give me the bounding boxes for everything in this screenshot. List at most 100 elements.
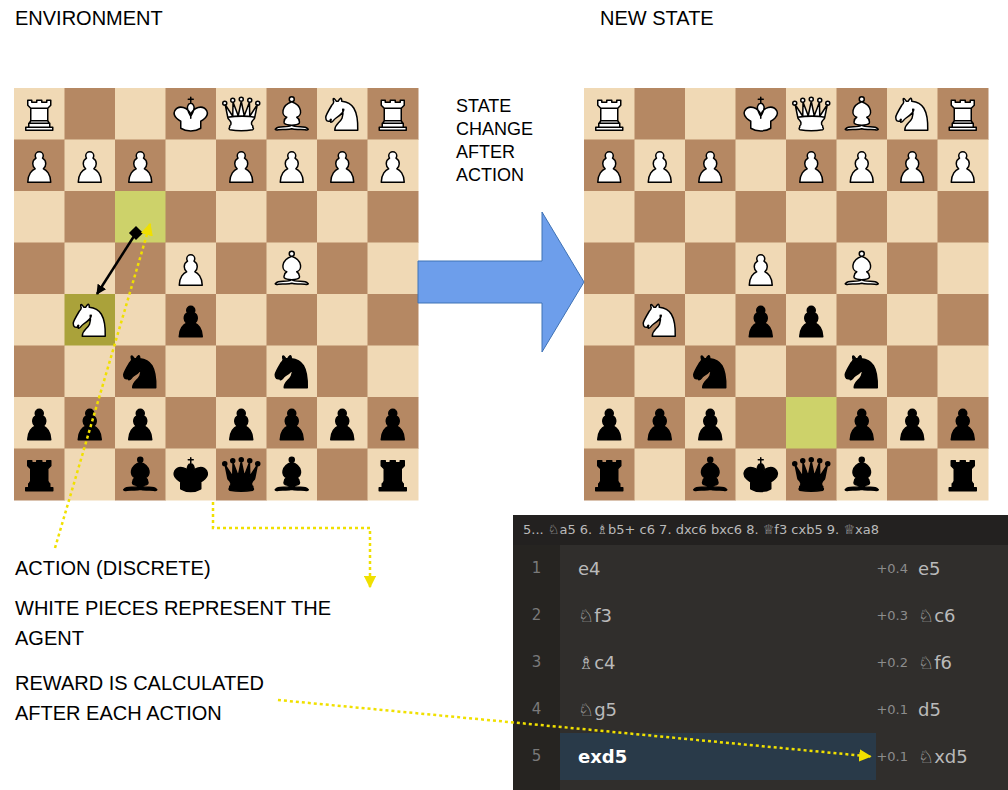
board-square [317, 449, 368, 501]
board-square [267, 346, 318, 398]
chess-piece [275, 356, 307, 388]
board-square [14, 397, 65, 449]
board-square [317, 346, 368, 398]
chess-piece [850, 409, 873, 440]
board-square [115, 88, 166, 140]
panel-ground [513, 515, 1008, 790]
chess-piece [699, 409, 722, 440]
chess-piece [28, 152, 51, 183]
chess-piece [845, 356, 877, 388]
board-square [635, 397, 686, 449]
board-square [115, 243, 166, 295]
board-square [65, 88, 116, 140]
board-square [14, 140, 65, 192]
evaluation-score: +0.3 [800, 592, 908, 639]
leader-line [213, 502, 370, 587]
board-square [14, 449, 65, 501]
board-square [837, 243, 888, 295]
chess-piece [26, 461, 53, 491]
move-number: 4 [513, 686, 560, 733]
chess-piece [694, 457, 727, 490]
black-move: e5 [908, 545, 1008, 592]
board-square [65, 140, 116, 192]
board-square [786, 140, 837, 192]
board-square [166, 397, 217, 449]
chess-piece [793, 97, 830, 130]
move-number: 3 [513, 639, 560, 686]
white-move: ♗c4 [560, 639, 800, 686]
board-square [837, 140, 888, 192]
move-panel-ground [513, 515, 1008, 790]
chess-piece [73, 304, 105, 336]
board-square [635, 449, 686, 501]
black-move: ♘xd5 [908, 733, 1008, 780]
label-holder: WHITE PIECES REPRESENT THE AGENT [15, 593, 375, 653]
chess-piece [174, 458, 207, 492]
environment-board: ENVIRONMENT [14, 6, 418, 500]
board-square [887, 191, 938, 243]
evaluation-score: +0.2 [800, 639, 908, 686]
chess-piece [648, 409, 671, 440]
board-square [115, 191, 166, 243]
board-square [736, 397, 787, 449]
move-number: 5 [513, 733, 560, 780]
chess-piece [124, 457, 157, 490]
chess-piece [648, 152, 671, 183]
move-sequence-header: 5... ♘a5 6. ♗b5+ c6 7. dxc6 bxc6 8. ♕f3 … [513, 515, 1008, 545]
chess-piece [174, 97, 207, 131]
board-square [786, 191, 837, 243]
board-square [216, 140, 267, 192]
board-square [887, 397, 938, 449]
board-square [685, 140, 736, 192]
board-square [635, 346, 686, 398]
chess-piece [800, 306, 823, 337]
black-move: ♘f6 [908, 639, 1008, 686]
chess-piece [230, 409, 253, 440]
move-marker [129, 226, 143, 240]
chess-piece [951, 152, 974, 183]
chess-piece [381, 152, 404, 183]
leader-line [55, 224, 150, 548]
board-square [166, 294, 217, 346]
move-arrow [97, 226, 143, 294]
board-square [938, 449, 989, 501]
board-square [267, 191, 318, 243]
board-square [786, 346, 837, 398]
board-square [216, 88, 267, 140]
board-square [938, 346, 989, 398]
evaluation-score: +0.1 [800, 686, 908, 733]
board-square [685, 294, 736, 346]
board-square [635, 294, 686, 346]
board-square [887, 294, 938, 346]
current-move-highlight [560, 733, 876, 780]
board-square [736, 346, 787, 398]
board-square [166, 191, 217, 243]
board-square [368, 88, 419, 140]
board-square [685, 88, 736, 140]
chess-piece [28, 409, 51, 440]
chess-piece [845, 457, 878, 490]
board-square [14, 346, 65, 398]
chess-piece [78, 409, 101, 440]
chess-piece [694, 356, 726, 388]
board-square [166, 140, 217, 192]
board-square [938, 294, 989, 346]
board-square [216, 449, 267, 501]
board-square [938, 140, 989, 192]
label-holder: ACTION (DISCRETE) [15, 553, 375, 583]
panel-header-ground [513, 515, 1008, 545]
chess-piece [793, 458, 830, 491]
board-square [736, 88, 787, 140]
board-square [887, 140, 938, 192]
board-square [736, 294, 787, 346]
board-square [317, 243, 368, 295]
board-square [584, 243, 635, 295]
chess-piece [223, 97, 260, 130]
board-square [166, 243, 217, 295]
board-square [65, 243, 116, 295]
board-heading: NEW STATE [600, 6, 714, 30]
board-square [14, 191, 65, 243]
chess-piece [845, 97, 878, 130]
board-square [837, 397, 888, 449]
